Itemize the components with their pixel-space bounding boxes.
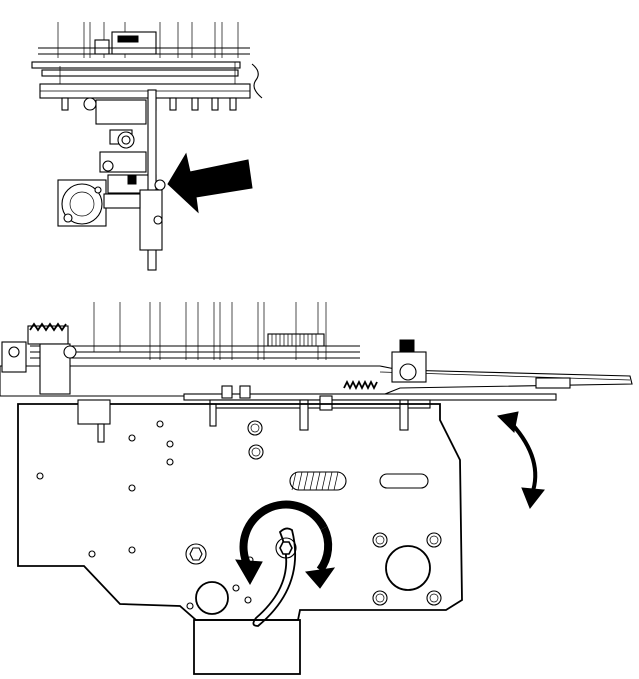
top-plates <box>31 47 251 99</box>
plate-holes <box>36 420 254 610</box>
latch <box>535 377 571 389</box>
ring-holes <box>247 420 442 606</box>
spring-left <box>29 322 67 332</box>
motor-block <box>57 179 141 227</box>
curved-slot <box>252 527 296 627</box>
knurl-lines <box>291 471 339 491</box>
large-hole-right <box>385 545 431 591</box>
plate-bolts <box>209 385 409 431</box>
spring-right <box>343 379 378 391</box>
bottom-view-assembly <box>0 302 633 675</box>
gear-rack <box>271 334 317 346</box>
up-down-curved-arrow-icon <box>496 411 545 509</box>
large-hole-left <box>195 581 229 615</box>
main-shaft <box>147 89 157 271</box>
oblong-slot <box>379 473 429 489</box>
arrow-left-thick-icon <box>167 152 253 214</box>
lower-block <box>193 619 301 675</box>
rotate-arrows-icon <box>235 500 336 589</box>
bottom-rods <box>93 302 327 360</box>
top-view-assembly <box>31 22 263 271</box>
side-plate <box>17 403 463 621</box>
small-housing <box>77 399 111 425</box>
bottom-plates <box>0 345 633 409</box>
break-mark <box>251 63 263 99</box>
